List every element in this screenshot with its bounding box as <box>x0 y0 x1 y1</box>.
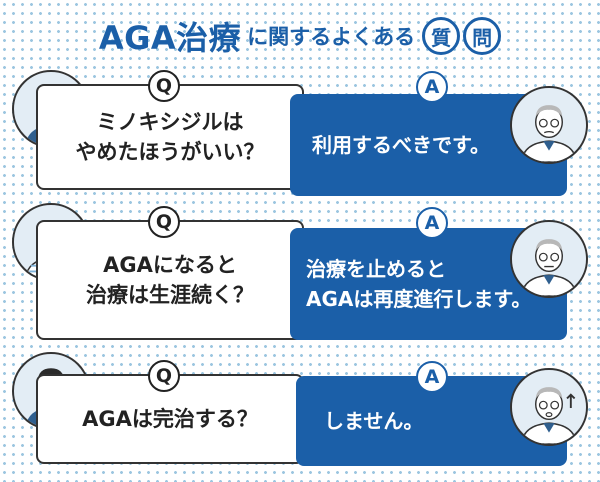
question-3-line-1: AGAは完治する？ <box>82 406 258 431</box>
question-card-1: ミノキシジルは やめたほうがいい？ <box>36 84 304 190</box>
doctor-avatar-icon <box>510 220 588 298</box>
question-badge-1: Q <box>148 70 180 102</box>
title-char-circle-1: 質 <box>422 17 461 55</box>
question-badge-2: Q <box>148 206 180 238</box>
answer-badge-1: A <box>416 71 448 103</box>
title-char-circle-2: 問 <box>463 17 502 55</box>
answer-badge-2: A <box>416 207 448 239</box>
title-main: AGA治療 <box>98 19 242 57</box>
question-1-line-1: ミノキシジルは <box>96 109 244 134</box>
question-2-line-1: AGAになると <box>103 252 237 277</box>
question-1-line-2: やめたほうがいい？ <box>75 140 265 164</box>
question-card-2: AGAになると 治療は生涯続く？ <box>36 220 304 340</box>
page-title: AGA治療 に関するよくある 質 問 <box>0 14 600 58</box>
question-badge-3: Q <box>148 360 180 392</box>
doctor-avatar-icon <box>510 368 588 446</box>
answer-2-line-1: 治療を止めると <box>306 257 446 281</box>
answer-badge-3: A <box>416 361 448 393</box>
answer-card-1: 利用するべきです。 <box>290 94 567 196</box>
doctor-avatar-icon <box>510 86 588 164</box>
question-2-line-2: 治療は生涯続く？ <box>86 283 254 307</box>
answer-1-line-1: 利用するべきです。 <box>312 133 490 157</box>
answer-3-line-1: しません。 <box>324 409 424 433</box>
answer-2-line-2: AGAは再度進行します。 <box>306 287 532 311</box>
title-sub: に関するよくある <box>247 25 416 49</box>
